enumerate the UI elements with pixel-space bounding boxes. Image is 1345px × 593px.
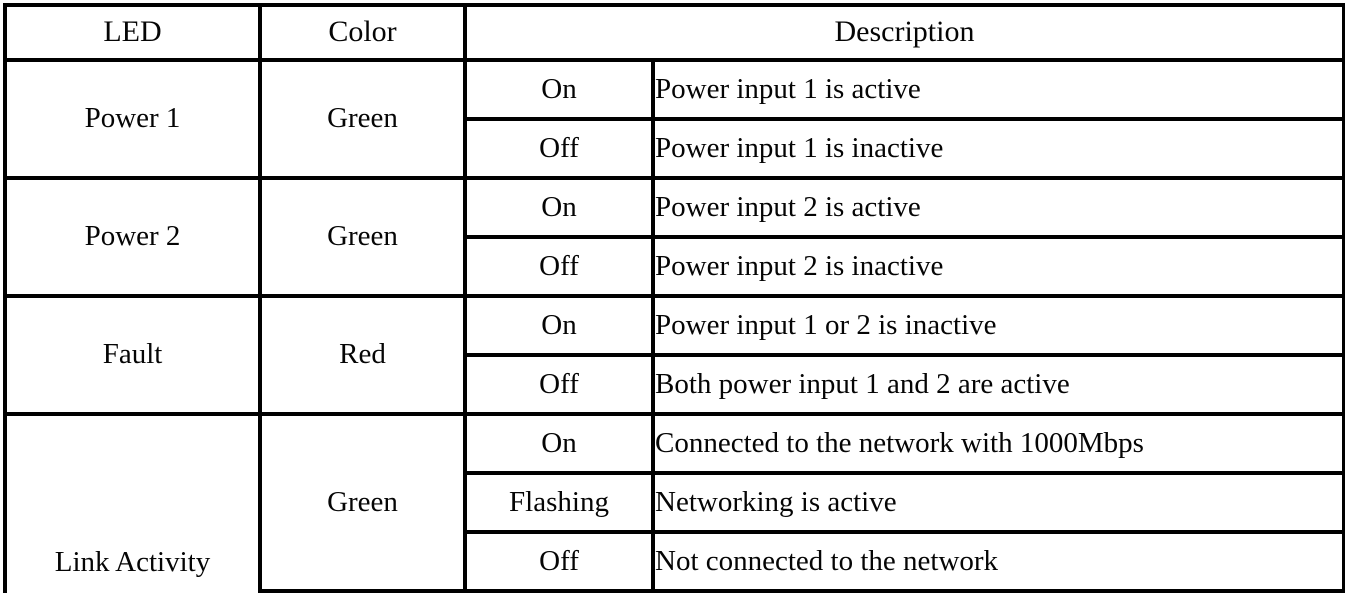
header-description: Description [463, 3, 1345, 62]
led-description: Power input 2 is active [651, 176, 1345, 239]
table-row: Off Power input 2 is inactive [5, 235, 1345, 298]
table-row: Off Both power input 1 and 2 are active [5, 353, 1345, 416]
led-state: On [463, 412, 655, 475]
led-description: Not connected to the network [651, 530, 1345, 593]
led-status-table: LED Color Description Power 1 Green On P… [3, 3, 1345, 593]
table-row: Flashing Networking is active [5, 471, 1345, 534]
led-name-fault: Fault [3, 294, 262, 416]
table-row: Power 2 Green On Power input 2 is active [3, 176, 1345, 298]
led-color-power2: Green [258, 176, 467, 298]
led-description: Power input 1 or 2 is inactive [651, 294, 1345, 357]
led-name-power2: Power 2 [3, 176, 262, 298]
led-name-power1: Power 1 [3, 58, 262, 180]
table-row-clipped [5, 589, 1345, 593]
led-name-link-activity: Link Activity [3, 412, 262, 593]
led-state: Off [463, 235, 655, 298]
table-row: Power 1 Green On Power input 1 is active [3, 58, 1345, 180]
header-led: LED [3, 3, 262, 62]
led-description: Networking is active [651, 471, 1345, 534]
table-header-row: LED Color Description [3, 3, 1345, 62]
led-state: Off [463, 530, 655, 593]
table-row: Off Power input 1 is inactive [5, 117, 1345, 180]
led-description: Both power input 1 and 2 are active [651, 353, 1345, 416]
led-state: On [463, 58, 655, 121]
clipped-state-cell [463, 589, 655, 593]
clipped-description-cell [651, 589, 1345, 593]
led-color-fault: Red [258, 294, 467, 416]
led-description: Connected to the network with 1000Mbps [651, 412, 1345, 475]
led-description: Power input 1 is inactive [651, 117, 1345, 180]
led-state: Off [463, 353, 655, 416]
led-color-power1: Green [258, 58, 467, 180]
led-state: Flashing [463, 471, 655, 534]
table-row: Off Not connected to the network [5, 530, 1345, 593]
clipped-color-cell [258, 589, 467, 593]
led-state: On [463, 294, 655, 357]
table-row: Fault Red On Power input 1 or 2 is inact… [3, 294, 1345, 416]
header-color: Color [258, 3, 467, 62]
table-row: Link Activity Green On Connected to the … [3, 412, 1345, 593]
led-description: Power input 2 is inactive [651, 235, 1345, 298]
led-description: Power input 1 is active [651, 58, 1345, 121]
led-state: On [463, 176, 655, 239]
led-color-link-activity: Green [258, 412, 467, 593]
led-state: Off [463, 117, 655, 180]
